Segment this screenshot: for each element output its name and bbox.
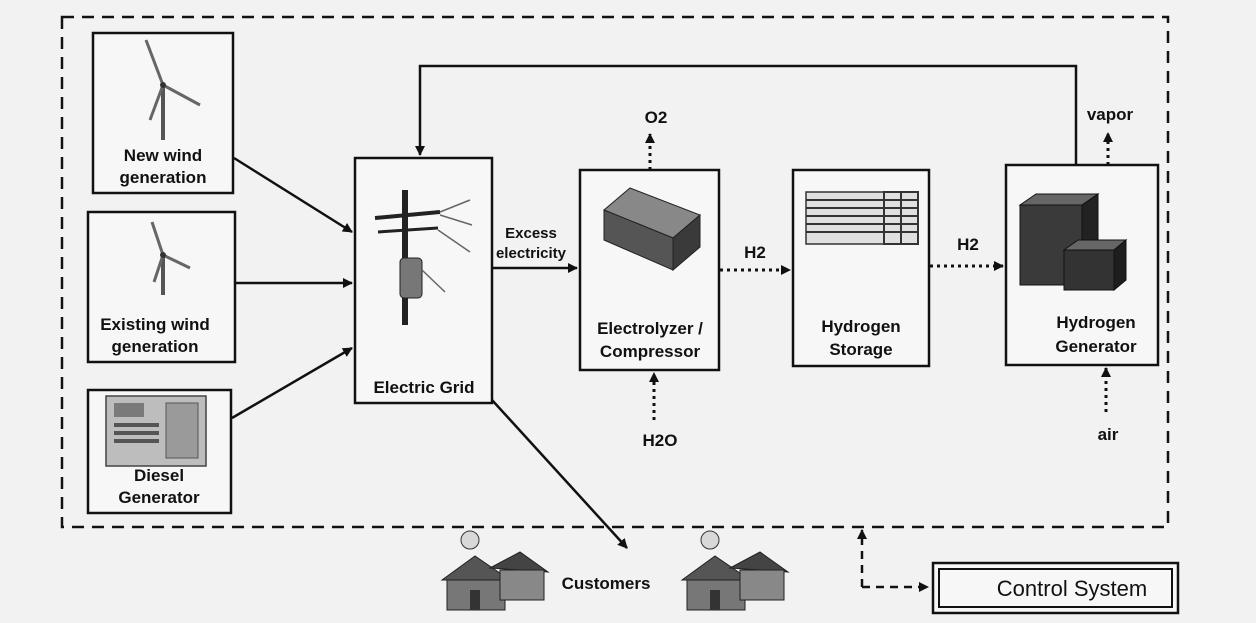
hydrogen-storage-label-line1: Hydrogen bbox=[821, 317, 900, 336]
h2-label-1: H2 bbox=[744, 243, 766, 262]
hydrogen-generator-label-line2: Generator bbox=[1055, 337, 1137, 356]
h2-label-2: H2 bbox=[957, 235, 979, 254]
electrolyzer-node: Electrolyzer / Compressor bbox=[580, 170, 719, 370]
air-label: air bbox=[1098, 425, 1119, 444]
h2o-label: H2O bbox=[643, 431, 678, 450]
new-wind-node: New wind generation bbox=[93, 33, 233, 193]
excess-label-line2: electricity bbox=[496, 245, 567, 262]
existing-wind-node: Existing wind generation bbox=[88, 212, 235, 362]
o2-label: O2 bbox=[645, 108, 668, 127]
excess-label-line1: Excess bbox=[505, 225, 557, 242]
customers-label: Customers bbox=[562, 574, 651, 593]
arrow-generator-feedback-to-grid bbox=[420, 66, 1076, 165]
diesel-label-line2: Generator bbox=[118, 488, 200, 507]
gas-cylinder-rack-icon bbox=[806, 192, 918, 244]
control-system-node: Control System bbox=[933, 563, 1178, 613]
control-link bbox=[862, 530, 928, 587]
existing-wind-label-line1: Existing wind bbox=[100, 315, 210, 334]
electric-grid-node: Electric Grid bbox=[355, 158, 492, 403]
diesel-generator-icon bbox=[106, 396, 206, 466]
electric-grid-label: Electric Grid bbox=[373, 378, 474, 397]
new-wind-label-line1: New wind bbox=[124, 146, 202, 165]
new-wind-label-line2: generation bbox=[120, 168, 207, 187]
diesel-label-line1: Diesel bbox=[134, 466, 184, 485]
existing-wind-label-line2: generation bbox=[112, 337, 199, 356]
arrow-new-wind-to-grid bbox=[234, 158, 352, 232]
hydrogen-generator-node: Hydrogen Generator bbox=[1006, 165, 1158, 365]
hydrogen-generator-label-line1: Hydrogen bbox=[1056, 313, 1135, 332]
diesel-generator-node: Diesel Generator bbox=[88, 390, 231, 513]
control-system-label: Control System bbox=[997, 576, 1147, 601]
arrow-diesel-to-grid bbox=[232, 348, 352, 418]
vapor-label: vapor bbox=[1087, 105, 1134, 124]
hydrogen-storage-node: Hydrogen Storage bbox=[793, 170, 929, 366]
hydrogen-storage-label-line2: Storage bbox=[829, 340, 892, 359]
customers-node: Customers bbox=[442, 531, 788, 610]
house-icon bbox=[682, 531, 788, 610]
electrolyzer-label-line1: Electrolyzer / bbox=[597, 319, 703, 338]
house-icon bbox=[442, 531, 548, 610]
electrolyzer-label-line2: Compressor bbox=[600, 342, 701, 361]
